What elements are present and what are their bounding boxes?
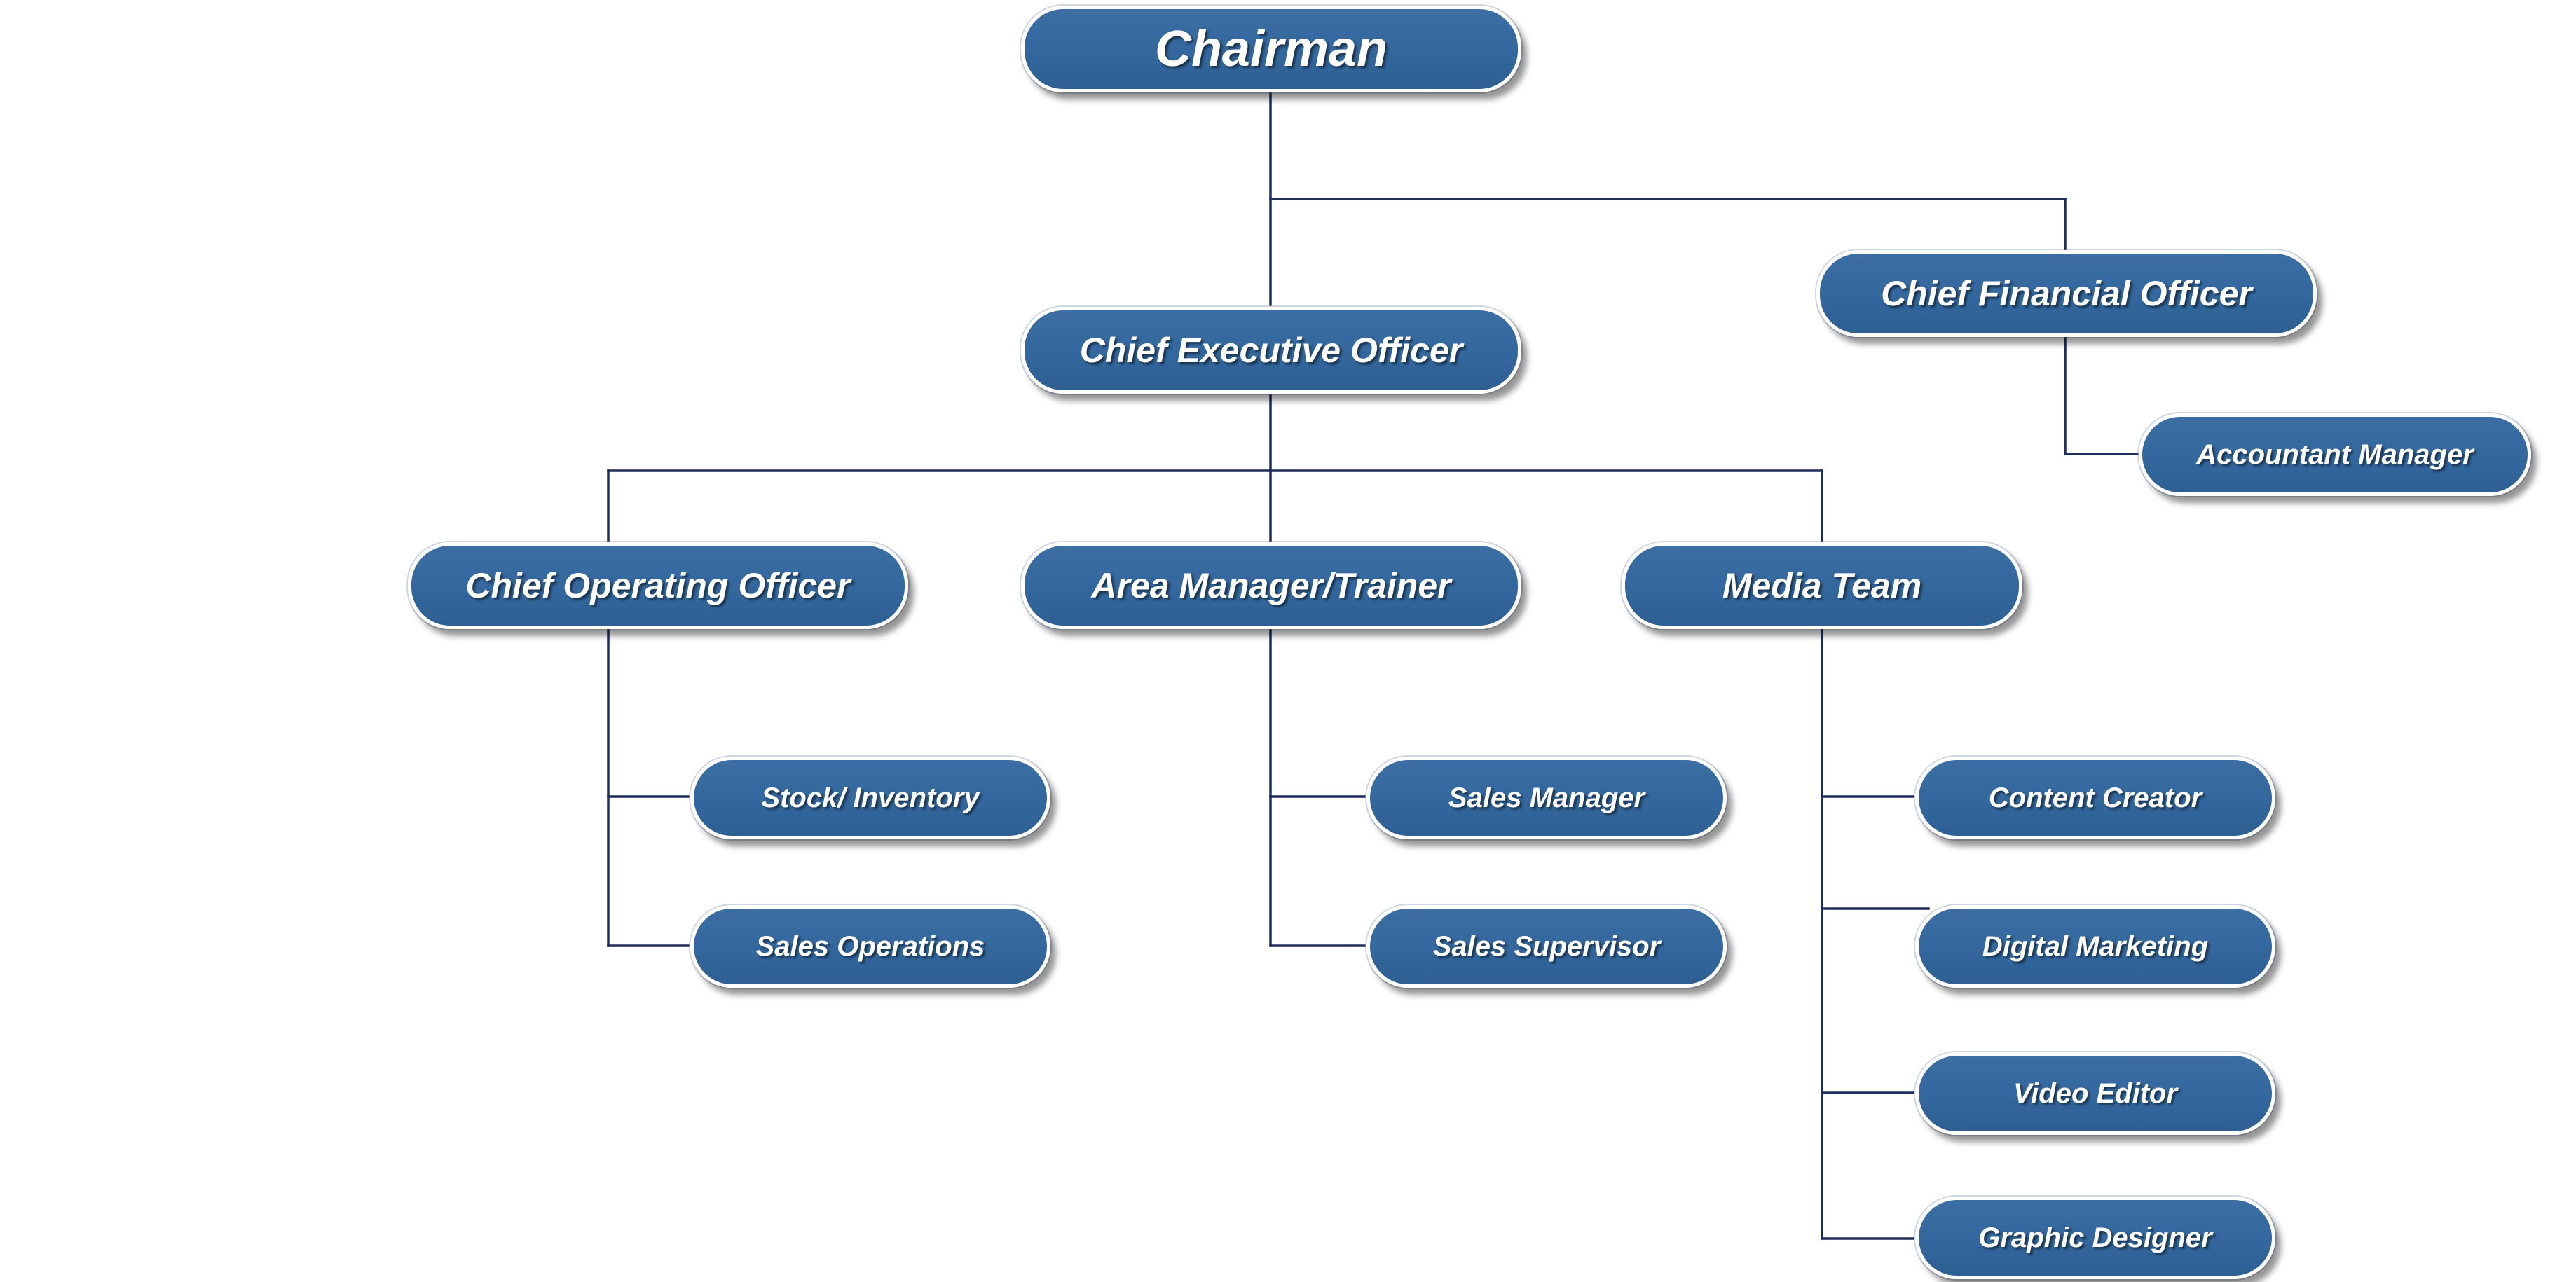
node-content-creator: Content Creator <box>1915 757 2275 839</box>
node-graphic-designer-label: Graphic Designer <box>1978 1222 2212 1253</box>
node-sales-manager-label: Sales Manager <box>1448 782 1645 813</box>
node-sales-supervisor-label: Sales Supervisor <box>1432 930 1661 962</box>
node-ceo-label: Chief Executive Officer <box>1079 331 1463 370</box>
node-area-manager-label: Area Manager/Trainer <box>1091 566 1451 605</box>
node-digital-marketing: Digital Marketing <box>1915 905 2275 988</box>
node-graphic-designer: Graphic Designer <box>1915 1197 2275 1279</box>
node-sales-operations-label: Sales Operations <box>755 930 985 962</box>
node-sales-operations: Sales Operations <box>690 905 1050 988</box>
node-cfo: Chief Financial Officer <box>1816 250 2317 337</box>
node-sales-supervisor: Sales Supervisor <box>1366 905 1727 988</box>
node-video-editor: Video Editor <box>1915 1052 2275 1135</box>
node-video-editor-label: Video Editor <box>2013 1077 2178 1109</box>
node-digital-marketing-label: Digital Marketing <box>1982 930 2209 962</box>
node-accountant-manager: Accountant Manager <box>2139 413 2531 496</box>
node-cfo-label: Chief Financial Officer <box>1881 274 2252 313</box>
node-chairman-label: Chairman <box>1154 21 1388 77</box>
node-stock-inventory-label: Stock/ Inventory <box>761 782 980 813</box>
node-area-manager: Area Manager/Trainer <box>1021 542 1521 629</box>
node-chairman: Chairman <box>1021 6 1521 92</box>
node-coo-label: Chief Operating Officer <box>465 566 851 605</box>
node-accountant-manager-label: Accountant Manager <box>2196 439 2474 470</box>
node-sales-manager: Sales Manager <box>1366 757 1727 839</box>
node-coo: Chief Operating Officer <box>408 542 908 629</box>
node-content-creator-label: Content Creator <box>1988 782 2202 813</box>
node-stock-inventory: Stock/ Inventory <box>690 757 1050 839</box>
node-media-team-label: Media Team <box>1722 566 1922 605</box>
node-media-team: Media Team <box>1622 542 2022 629</box>
node-ceo: Chief Executive Officer <box>1021 307 1521 394</box>
